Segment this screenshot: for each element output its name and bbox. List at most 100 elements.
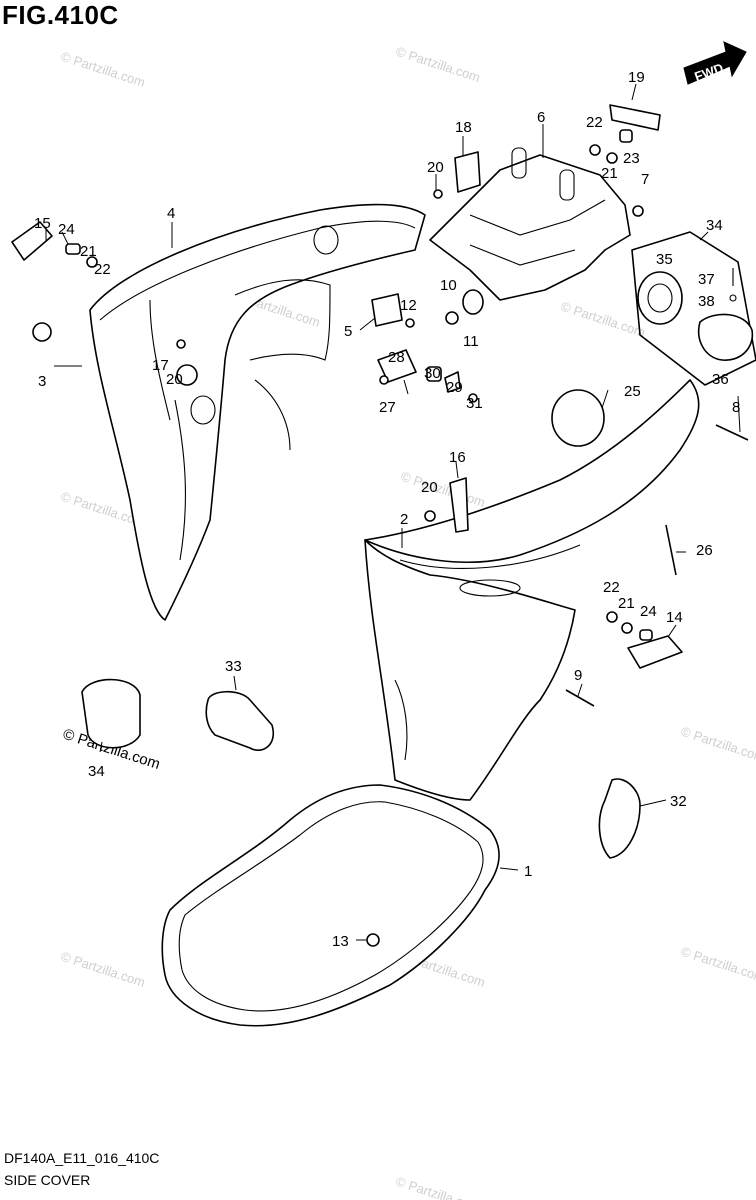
callout: 19 — [628, 69, 645, 86]
part-7-bolt — [632, 205, 644, 217]
part-34-grommet — [81, 678, 141, 749]
part-17-grommet — [176, 364, 198, 386]
callout: 36 — [712, 371, 729, 388]
part-9-bolt — [565, 689, 595, 707]
callout: 6 — [537, 109, 545, 126]
callouts: 19 18 6 22 20 23 21 7 4 15 24 21 22 34 3… — [34, 69, 740, 950]
callout: 34 — [88, 763, 105, 780]
callout: 22 — [603, 579, 620, 596]
part-20-screw — [176, 339, 186, 349]
part-22-washer — [606, 611, 618, 623]
watermark: © Partzilla.com — [399, 469, 487, 510]
part-18-clip — [454, 151, 481, 193]
part-15-grip — [11, 221, 53, 261]
part-34-kit-box — [631, 231, 756, 386]
watermark: © Partzilla.com — [59, 49, 147, 90]
part-22-washer — [589, 144, 601, 156]
part-21-washer — [621, 622, 633, 634]
part-16-clip — [449, 477, 469, 533]
part-30-block — [426, 366, 442, 382]
callout: 20 — [166, 371, 183, 388]
callout: 37 — [698, 271, 715, 288]
callout: 18 — [455, 119, 472, 136]
part-24-collar — [639, 629, 653, 641]
callout: 33 — [225, 658, 242, 675]
callout: 23 — [623, 150, 640, 167]
callout: 38 — [698, 293, 715, 310]
callout: 4 — [167, 205, 175, 222]
part-29-clip — [444, 371, 461, 393]
part-5-bracket — [371, 293, 403, 327]
callout: 34 — [706, 217, 723, 234]
part-3-grommet — [32, 322, 52, 342]
callout: 29 — [446, 379, 463, 396]
figure-title: FIG.410C — [2, 0, 119, 30]
part-1-lower-seal — [161, 784, 500, 1027]
part-10-bolt — [445, 311, 459, 325]
callout: 30 — [424, 365, 441, 382]
callout: 31 — [466, 395, 483, 412]
section-name: SIDE COVER — [4, 1172, 91, 1188]
part-31-screw — [468, 393, 478, 403]
part-24-collar — [65, 243, 81, 255]
part-20-screw — [424, 510, 436, 522]
part-36-clamp — [698, 313, 754, 361]
part-35-grommet — [637, 271, 683, 325]
callout: 21 — [80, 243, 97, 260]
callout: 3 — [38, 373, 46, 390]
part-21-washer — [606, 152, 618, 164]
part-28-holder — [377, 349, 417, 383]
watermark: © Partzilla.com — [394, 1174, 482, 1200]
watermark: © Partzilla.com — [679, 724, 756, 765]
callout: 5 — [344, 323, 352, 340]
part-20-screw — [433, 189, 443, 199]
watermark: © Partzilla.com — [559, 299, 647, 340]
fwd-arrow-icon: FWD — [683, 41, 747, 85]
callout: 16 — [449, 449, 466, 466]
callout: 24 — [640, 603, 657, 620]
callout: 12 — [400, 297, 417, 314]
callout: 8 — [732, 399, 740, 416]
callout: 13 — [332, 933, 349, 950]
part-12-clip — [405, 318, 415, 328]
small-parts — [11, 104, 749, 947]
callout: 27 — [379, 399, 396, 416]
callout: 21 — [618, 595, 635, 612]
callout: 22 — [586, 114, 603, 131]
part-33-grommet — [205, 690, 275, 751]
part-13-clip — [366, 933, 380, 947]
callout: 20 — [421, 479, 438, 496]
watermark: © Partzilla.com — [679, 944, 756, 985]
callout: 32 — [670, 793, 687, 810]
part-4-port-side-cover — [89, 203, 426, 621]
part-22-washer — [86, 256, 98, 268]
watermark: © Partzilla.com — [59, 949, 147, 990]
callout: 25 — [624, 383, 641, 400]
part-6-top-bracket — [429, 147, 631, 301]
part-25-grommet — [551, 389, 605, 447]
leader-lines — [45, 83, 741, 941]
part-2-starboard-side-cover — [364, 379, 700, 801]
callout: 15 — [34, 215, 51, 232]
callout: 10 — [440, 277, 457, 294]
part-26-tie — [665, 524, 677, 576]
callout: 28 — [388, 349, 405, 366]
part-19-plate — [609, 104, 661, 131]
callout: 7 — [641, 171, 649, 188]
part-32-clamp — [598, 778, 641, 859]
callout: 1 — [524, 863, 532, 880]
part-23-collar — [619, 129, 633, 143]
drawing-code: DF140A_E11_016_410C — [4, 1150, 160, 1166]
callout: 26 — [696, 542, 713, 559]
part-14-grip — [627, 635, 683, 669]
callout: 14 — [666, 609, 683, 626]
watermark: © Partzilla.com — [394, 44, 482, 85]
part-27-screw — [379, 375, 389, 385]
callout: 20 — [427, 159, 444, 176]
callout: 9 — [574, 667, 582, 684]
part-11-grommet — [462, 289, 484, 315]
callout: 17 — [152, 357, 169, 374]
callout: 21 — [601, 165, 618, 182]
